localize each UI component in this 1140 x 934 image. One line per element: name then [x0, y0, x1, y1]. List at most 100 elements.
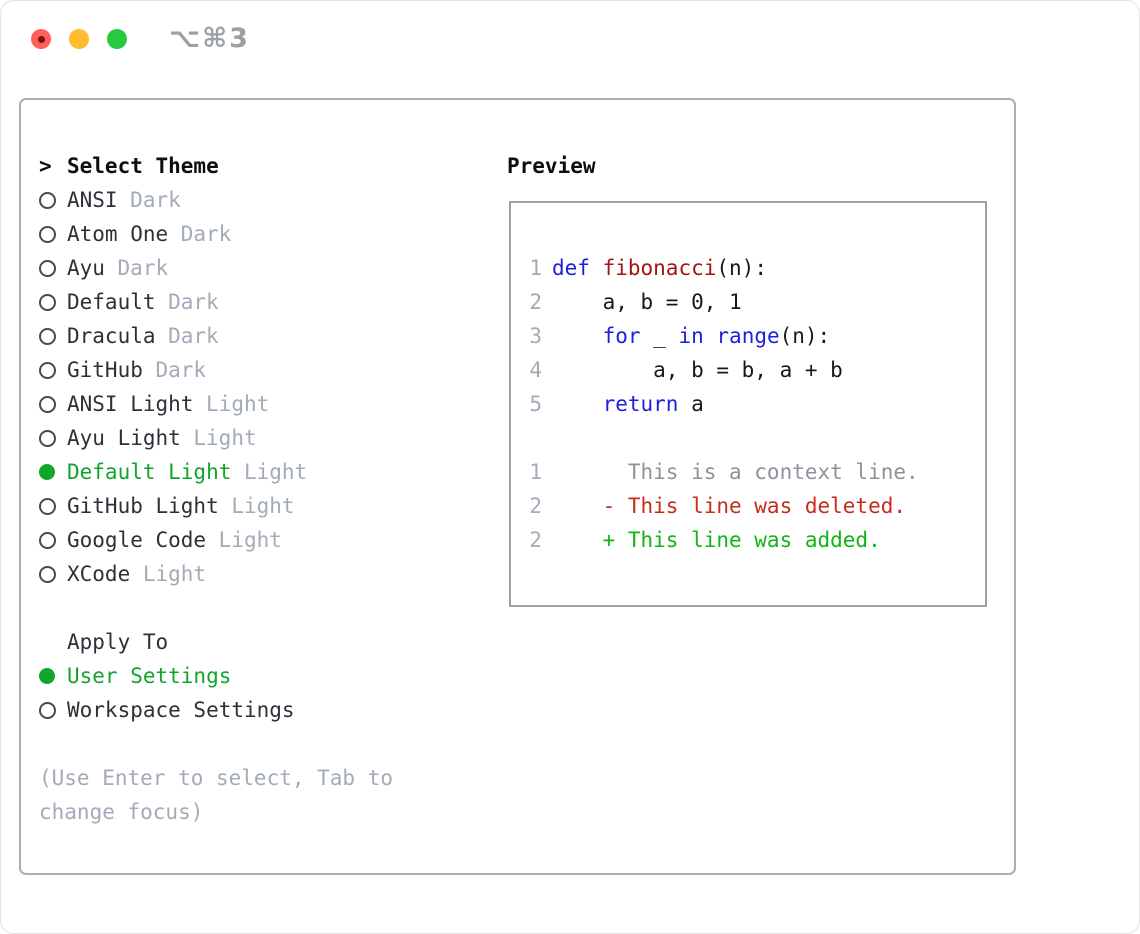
code-token-plain — [704, 324, 717, 348]
code-token-plain: (n): — [716, 256, 767, 280]
theme-option[interactable]: Default Light Light — [39, 455, 479, 489]
theme-option[interactable]: ANSI Light Light — [39, 387, 479, 421]
radio-icon — [39, 293, 56, 311]
theme-option-label: Default — [67, 290, 156, 314]
code-token-kw: def — [552, 256, 590, 280]
select-theme-header: > Select Theme — [39, 149, 479, 183]
line-number: 1 — [529, 256, 542, 280]
preview-line: 2 - This line was deleted. — [529, 489, 985, 523]
code-token-plain: _ — [640, 324, 679, 348]
code-token-plain: a, b = b, a + b — [552, 358, 843, 382]
select-theme-title: Select Theme — [67, 154, 219, 178]
radio-icon — [39, 361, 56, 379]
radio-icon — [39, 531, 56, 549]
theme-option-label: ANSI Light — [67, 392, 194, 416]
preview-title: Preview — [507, 154, 596, 178]
theme-option[interactable]: GitHub Light Light — [39, 489, 479, 523]
theme-option-variant: Dark — [168, 290, 219, 314]
code-token-kw: range — [716, 324, 780, 348]
preview-line: 1 This is a context line. — [529, 455, 985, 489]
theme-option-label: Ayu Light — [67, 426, 181, 450]
radio-icon — [39, 225, 56, 243]
radio-icon — [39, 497, 56, 515]
preview-line: 2 + This line was added. — [529, 523, 985, 557]
zoom-button[interactable] — [107, 29, 127, 49]
theme-option-label: GitHub — [67, 358, 143, 382]
code-token-plain — [552, 392, 603, 416]
theme-option-variant: Dark — [168, 324, 219, 348]
code-token-kw: in — [678, 324, 704, 348]
preview-line — [529, 421, 985, 455]
theme-option-variant: Light — [231, 494, 295, 518]
code-token-plain — [552, 324, 603, 348]
radio-icon — [39, 191, 56, 209]
theme-option-variant: Dark — [117, 256, 169, 280]
theme-option-variant: Dark — [155, 358, 207, 382]
theme-option-variant: Light — [193, 426, 257, 450]
apply-option-label: User Settings — [67, 664, 232, 688]
theme-option-label: ANSI — [67, 188, 118, 212]
apply-to-title: Apply To — [67, 630, 169, 654]
code-token-kw: for — [602, 324, 641, 348]
theme-option[interactable]: GitHub Dark — [39, 353, 479, 387]
preview-line: 1 def fibonacci(n): — [529, 251, 985, 285]
theme-option-variant: Light — [218, 528, 282, 552]
code-token-fn: fibonacci — [602, 256, 717, 280]
apply-option[interactable]: Workspace Settings — [39, 693, 479, 727]
line-number: 2 — [529, 290, 542, 314]
hint-text-line-1: (Use Enter to select, Tab to — [39, 766, 394, 790]
theme-option-label: Dracula — [67, 324, 156, 348]
theme-option-variant: Light — [243, 460, 308, 484]
spacer — [39, 727, 479, 761]
theme-option-variant: Light — [142, 562, 207, 586]
line-number: 2 — [529, 528, 542, 552]
line-number: 5 — [529, 392, 542, 416]
code-token-add: + This line was added. — [552, 528, 881, 552]
code-token-plain — [590, 256, 603, 280]
cursor-icon: > — [39, 154, 52, 178]
apply-option[interactable]: User Settings — [39, 659, 479, 693]
radio-icon — [39, 565, 56, 583]
theme-option-label: Default Light — [67, 460, 232, 484]
preview-line: 5 return a — [529, 387, 985, 421]
apply-to-header: Apply To — [39, 625, 479, 659]
keyboard-shortcut-label: ⌥⌘3 — [169, 23, 250, 54]
code-token-ctx: This is a context line. — [552, 460, 919, 484]
code-token-plain: a — [678, 392, 704, 416]
line-number: 1 — [529, 460, 542, 484]
theme-option-variant: Dark — [130, 188, 181, 212]
radio-icon — [39, 327, 56, 345]
line-number: 2 — [529, 494, 542, 518]
theme-option-label: GitHub Light — [67, 494, 219, 518]
theme-option-label: Atom One — [67, 222, 169, 246]
theme-option[interactable]: ANSI Dark — [39, 183, 479, 217]
radio-icon — [39, 429, 56, 447]
radio-icon — [39, 701, 56, 719]
minimize-button[interactable] — [69, 29, 89, 49]
preview-line: 4 a, b = b, a + b — [529, 353, 985, 387]
close-dot-icon — [37, 35, 45, 43]
radio-selected-icon — [39, 464, 55, 480]
theme-option-variant: Dark — [180, 222, 232, 246]
code-token-del: - This line was deleted. — [552, 494, 907, 518]
theme-option[interactable]: Default Dark — [39, 285, 479, 319]
radio-icon — [39, 259, 56, 277]
theme-option[interactable]: Atom One Dark — [39, 217, 479, 251]
theme-option[interactable]: Dracula Dark — [39, 319, 479, 353]
hint-text-line-2: change focus) — [39, 800, 204, 824]
radio-icon — [39, 395, 56, 413]
line-number: 3 — [529, 324, 542, 348]
close-button[interactable] — [31, 29, 51, 49]
theme-option-variant: Light — [206, 392, 270, 416]
line-number: 4 — [529, 358, 542, 382]
theme-option[interactable]: Ayu Light Light — [39, 421, 479, 455]
